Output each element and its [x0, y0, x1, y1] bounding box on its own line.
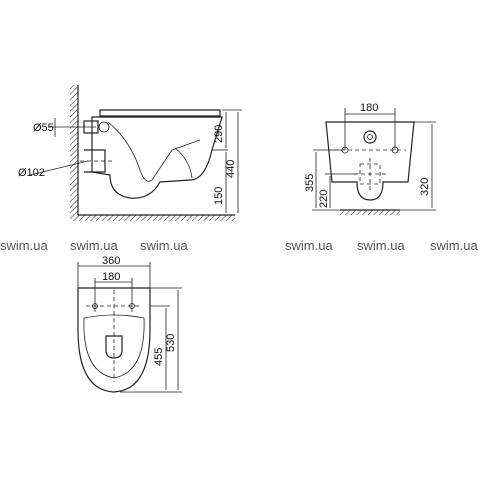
- top-view: 360 180 530 455: [77, 255, 182, 393]
- watermark: swim.ua: [285, 238, 333, 253]
- dim-rear-hole-height: 355: [304, 174, 316, 192]
- rear-floor-hatch: [340, 210, 400, 215]
- dim-rear-bolt-spacing: 180: [360, 102, 378, 114]
- dim-top-width: 360: [102, 255, 120, 267]
- dim-rear-outlet-height: 220: [318, 190, 330, 208]
- dim-top-depth-total: 530: [165, 334, 177, 352]
- dim-top-depth-bowl: 455: [153, 348, 165, 366]
- rear-view: 180 355 220 320: [304, 102, 436, 215]
- dim-height-total: 440: [225, 160, 237, 178]
- dim-height-upper: 290: [213, 125, 225, 143]
- watermark-row: swim.ua swim.ua swim.ua swim.ua swim.ua …: [0, 238, 478, 253]
- side-view: Ø55 Ø102 290 440 150: [18, 85, 242, 221]
- watermark: swim.ua: [430, 238, 478, 253]
- wall-hatch: [70, 85, 78, 215]
- dim-top-bolt-spacing: 180: [102, 271, 120, 283]
- floor-hatch: [70, 215, 235, 221]
- dim-height-floor: 150: [213, 187, 225, 205]
- watermark: swim.ua: [140, 238, 188, 253]
- watermark: swim.ua: [70, 238, 118, 253]
- dim-rear-total-height: 320: [419, 178, 431, 196]
- watermark: swim.ua: [357, 238, 405, 253]
- watermark: swim.ua: [0, 238, 48, 253]
- dim-inlet-diameter: Ø55: [33, 122, 54, 134]
- dim-outlet-diameter: Ø102: [18, 167, 45, 179]
